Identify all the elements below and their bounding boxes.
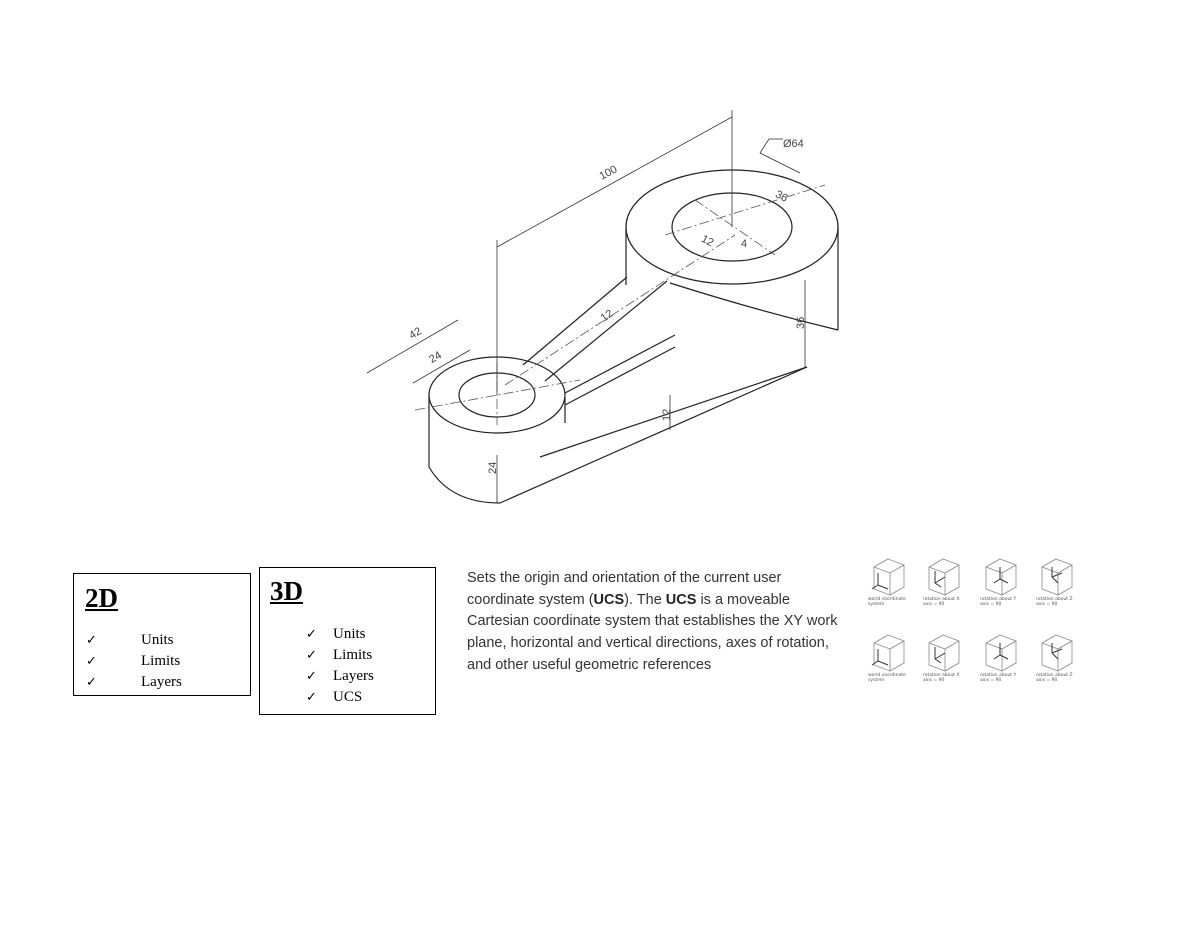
check-icon: ✓ xyxy=(86,633,97,648)
ucs-diagram-caption: rotation about X axis = 90 xyxy=(923,597,960,607)
box-2d: 2D ✓Units ✓Limits ✓Layers xyxy=(73,573,251,696)
dim-large-diameter: Ø64 xyxy=(783,138,804,150)
list-item: ✓Layers xyxy=(306,666,374,687)
ucs-diagram: rotation about Z axis = 90 xyxy=(1036,553,1088,619)
dim-small-bore: 24 xyxy=(427,349,444,366)
ucs-diagram-panel: world coordinate system rotation about X … xyxy=(868,553,1083,695)
ucs-term: UCS xyxy=(665,591,697,608)
ucs-diagram: world coordinate system xyxy=(868,553,920,619)
list-item: ✓Units xyxy=(86,630,182,651)
ucs-diagram: rotation about Z axis = 90 xyxy=(1036,629,1088,695)
dim-small-outer: 42 xyxy=(407,325,424,342)
ucs-diagram-caption: rotation about Y axis = 90 xyxy=(980,673,1017,683)
isometric-drawing: 100 Ø64 36 12 4 12 36 42 24 12 24 xyxy=(355,105,845,505)
dim-large-bore: 36 xyxy=(773,188,789,204)
check-icon: ✓ xyxy=(86,675,97,690)
ucs-diagram: world coordinate system xyxy=(868,629,920,695)
cube-icon xyxy=(1041,634,1073,672)
ucs-diagram-caption: rotation about X axis = 90 xyxy=(923,673,960,683)
dim-keyway-width: 12 xyxy=(699,233,715,249)
ucs-diagram-caption: rotation about Z axis = 90 xyxy=(1036,597,1073,607)
cube-icon xyxy=(928,634,960,672)
check-icon: ✓ xyxy=(86,654,97,669)
box-2d-list: ✓Units ✓Limits ✓Layers xyxy=(86,630,182,693)
ucs-term: UCS xyxy=(593,591,625,608)
list-item: ✓UCS xyxy=(306,687,374,708)
cube-icon xyxy=(985,634,1017,672)
dim-keyway-depth: 4 xyxy=(741,238,747,250)
list-item: ✓Layers xyxy=(86,672,182,693)
ucs-diagram: rotation about Y axis = 90 xyxy=(980,629,1032,695)
cube-icon xyxy=(871,634,905,672)
box-3d-title: 3D xyxy=(270,576,303,606)
ucs-description: Sets the origin and orientation of the c… xyxy=(467,570,838,673)
dim-web-thickness: 12 xyxy=(599,308,616,325)
ucs-diagram: rotation about X axis = 90 xyxy=(923,553,975,619)
dim-overall-length: 100 xyxy=(598,163,620,182)
box-3d: 3D ✓Units ✓Limits ✓Layers ✓UCS xyxy=(259,567,436,715)
ucs-diagram: rotation about Y axis = 90 xyxy=(980,553,1032,619)
list-item: ✓Limits xyxy=(306,645,374,666)
cube-icon xyxy=(1041,558,1073,596)
cube-icon xyxy=(928,558,960,596)
ucs-diagram-caption: world coordinate system xyxy=(868,673,906,683)
check-icon: ✓ xyxy=(306,669,317,684)
ucs-diagram-caption: rotation about Y axis = 90 xyxy=(980,597,1017,607)
box-2d-title: 2D xyxy=(85,583,118,613)
drawing-svg: 100 Ø64 36 12 4 12 36 42 24 12 24 xyxy=(366,110,839,504)
box-3d-list: ✓Units ✓Limits ✓Layers ✓UCS xyxy=(306,624,374,708)
list-item: ✓Units xyxy=(306,624,374,645)
ucs-diagram: rotation about X axis = 90 xyxy=(923,629,975,695)
list-item: ✓Limits xyxy=(86,651,182,672)
dim-base-height: 12 xyxy=(661,409,673,421)
dim-small-boss-height: 24 xyxy=(487,462,499,474)
check-icon: ✓ xyxy=(306,627,317,642)
check-icon: ✓ xyxy=(306,690,317,705)
dim-large-boss-height: 36 xyxy=(795,317,807,329)
check-icon: ✓ xyxy=(306,648,317,663)
cube-icon xyxy=(985,558,1017,596)
ucs-diagram-caption: world coordinate system xyxy=(868,597,906,607)
ucs-diagram-caption: rotation about Z axis = 90 xyxy=(1036,673,1073,683)
cube-icon xyxy=(871,558,905,596)
